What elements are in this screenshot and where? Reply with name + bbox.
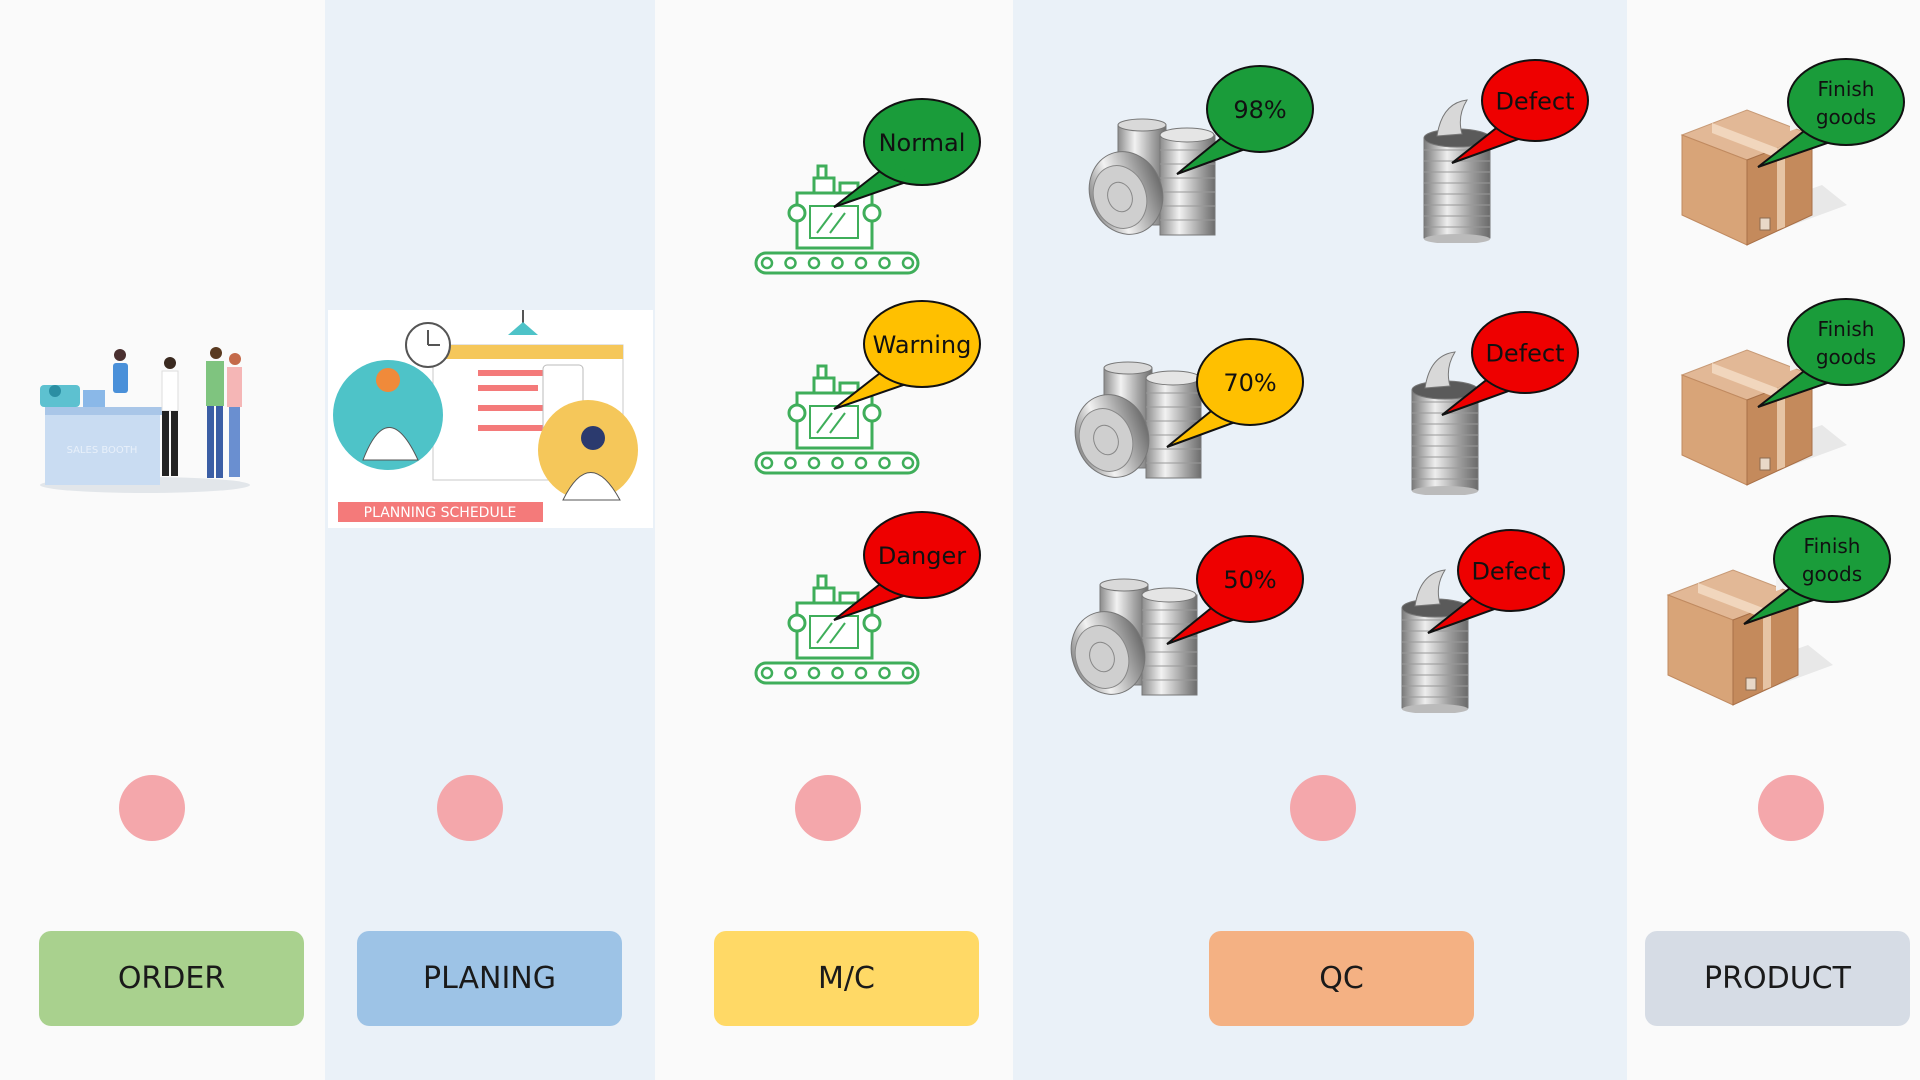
product-1-bubble-text: Finish (1818, 77, 1875, 101)
planning-schedule-illustration: PLANNING SCHEDULE (328, 310, 653, 528)
product-3-bubble-text: Finish (1804, 534, 1861, 558)
machine-3-icon (754, 574, 920, 685)
finished-box-2-icon (1680, 349, 1847, 486)
qc-yield-3-bubble: 50% (1166, 535, 1304, 645)
machine-1-icon (754, 164, 920, 275)
qc-yield-3-bubble-text: 50% (1223, 566, 1276, 594)
booth-sign: SALES BOOTH (67, 445, 138, 456)
machine-1-status-bubble: Normal (833, 98, 981, 208)
order-status-dot (119, 775, 185, 841)
sales-booth-illustration: SALES BOOTH (40, 347, 250, 493)
qc-cans-3-icon (1070, 578, 1198, 696)
stage-planing-label: PLANING (357, 931, 622, 1026)
product-1-bubble: Finish goods (1757, 58, 1905, 168)
product-2-bubble-text: goods (1816, 345, 1876, 369)
planing-status-dot (437, 775, 503, 841)
qc-cans-2-icon (1074, 361, 1202, 479)
qc-yield-2-bubble: 70% (1166, 338, 1304, 448)
qc-defect-can-2-icon (1411, 351, 1479, 495)
machine-3-status-bubble-text: Danger (878, 542, 966, 570)
stage-order-label: ORDER (39, 931, 304, 1026)
product-2-bubble-text: Finish (1818, 317, 1875, 341)
qc-defect-1-bubble-text: Defect (1495, 88, 1574, 116)
product-status-dot (1758, 775, 1824, 841)
qc-yield-2-bubble-text: 70% (1223, 369, 1276, 397)
qc-defect-1-bubble: Defect (1451, 59, 1589, 164)
machine-1-status-bubble-text: Normal (879, 129, 966, 157)
qc-yield-1-bubble: 98% (1176, 65, 1314, 175)
qc-defect-can-3-icon (1401, 569, 1469, 713)
order-column (0, 0, 325, 1080)
mc-status-dot (795, 775, 861, 841)
planing-column (325, 0, 655, 1080)
product-1-bubble-text: goods (1816, 105, 1876, 129)
qc-cans-1-icon (1088, 118, 1216, 236)
machine-3-status-bubble: Danger (833, 511, 981, 621)
stage-product-label: PRODUCT (1645, 931, 1910, 1026)
qc-defect-2-bubble-text: Defect (1485, 340, 1564, 368)
product-2-bubble: Finish goods (1757, 298, 1905, 408)
product-3-bubble-text: goods (1802, 562, 1862, 586)
machine-2-status-bubble: Warning (833, 300, 981, 410)
qc-status-dot (1290, 775, 1356, 841)
qc-defect-3-bubble: Defect (1427, 529, 1565, 634)
product-3-bubble: Finish goods (1743, 515, 1891, 625)
qc-defect-3-bubble-text: Defect (1471, 558, 1550, 586)
machine-2-status-bubble-text: Warning (873, 331, 972, 359)
qc-yield-1-bubble-text: 98% (1233, 96, 1286, 124)
stage-qc-label: QC (1209, 931, 1474, 1026)
stage-mc-label: M/C (714, 931, 979, 1026)
qc-defect-2-bubble: Defect (1441, 311, 1579, 416)
machine-2-icon (754, 364, 920, 475)
qc-defect-can-1-icon (1423, 99, 1491, 243)
planning-schedule-caption: PLANNING SCHEDULE (364, 505, 517, 521)
